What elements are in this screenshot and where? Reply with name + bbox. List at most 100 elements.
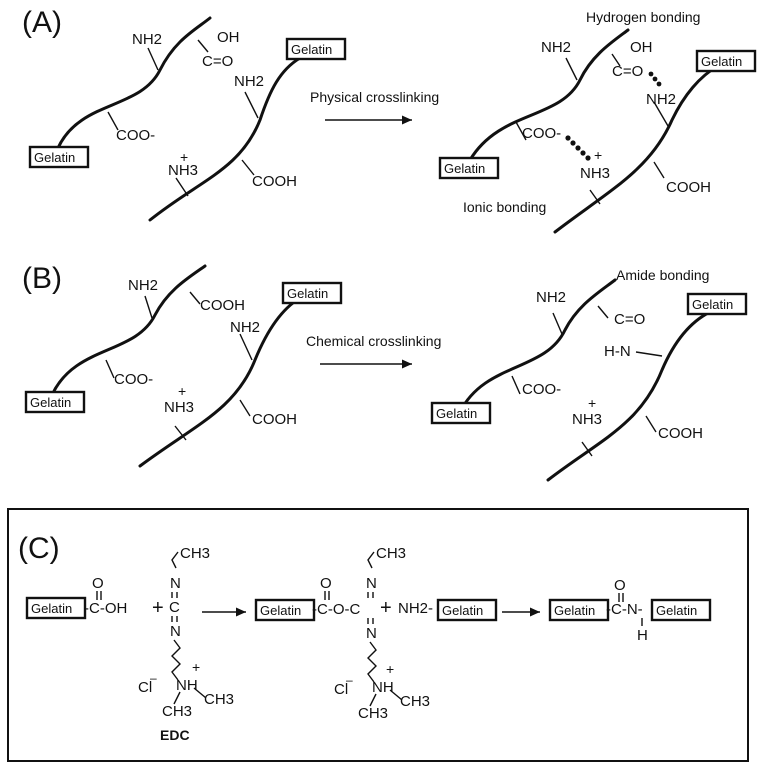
gelatin-chain-left <box>50 264 207 397</box>
amide-bonding-label: Amide bonding <box>616 267 709 283</box>
amine-group: NH2 <box>230 319 260 336</box>
gelatin-chain-right <box>553 64 720 234</box>
gelatin-box <box>285 37 347 61</box>
gelatin-box <box>281 281 343 305</box>
amine-group: NH2 <box>128 277 158 294</box>
carboxylate-group: COO- <box>114 371 153 388</box>
chemical-crosslinking-label: Chemical crosslinking <box>306 333 441 349</box>
ionic-bonding-label: Ionic bonding <box>463 199 546 215</box>
gelatin-label: Gelatin <box>260 603 301 618</box>
gelatin-label: Gelatin <box>692 297 733 312</box>
amine-group: NH2 <box>132 31 162 48</box>
carboxylate-group: COO- <box>116 127 155 144</box>
ionic-bond-dots <box>565 135 591 161</box>
nitrogen-label: N <box>170 623 181 640</box>
gelatin-box <box>650 598 712 622</box>
nitrogen-label: N <box>170 575 181 592</box>
gelatin-label: Gelatin <box>442 603 483 618</box>
hydroxyl-label: OH <box>630 39 653 56</box>
ammonium-group: NH3 <box>580 165 610 182</box>
gelatin-label: Gelatin <box>436 406 477 421</box>
plus-sign: + <box>152 597 164 619</box>
oxygen-label: O <box>320 575 332 592</box>
svg-text:–: – <box>346 673 353 687</box>
panel-b-label: (B) <box>22 262 62 295</box>
amide-label: -C-N- <box>606 601 643 618</box>
gelatin-label: Gelatin <box>554 603 595 618</box>
panel-c-frame <box>7 508 749 762</box>
ammonium-group: NH3 <box>572 411 602 428</box>
ammonium-group: NH3 <box>168 162 198 179</box>
ammonium-group: NH3 <box>164 399 194 416</box>
amine-label: NH2- <box>398 600 433 617</box>
gelatin-label: Gelatin <box>30 395 71 410</box>
plus-sign: + <box>380 597 392 619</box>
methyl-label: CH3 <box>162 703 192 720</box>
amine-group: NH2 <box>646 91 676 108</box>
plus-charge: + <box>180 149 188 165</box>
gelatin-label: Gelatin <box>701 54 742 69</box>
methyl-label: CH3 <box>376 545 406 562</box>
amide-nh-label: H-N <box>604 343 631 360</box>
carboxyl-label: -C-OH <box>84 600 127 617</box>
gelatin-chain-right <box>138 296 302 468</box>
nitrogen-label: N <box>366 625 377 642</box>
methyl-label: CH3 <box>204 691 234 708</box>
gelatin-label: Gelatin <box>656 603 697 618</box>
carboxyl-group: COOH <box>658 425 703 442</box>
gelatin-box <box>24 390 86 414</box>
oxygen-label: O <box>92 575 104 592</box>
physical-crosslinking-label: Physical crosslinking <box>310 89 439 105</box>
ammonium-label: NH <box>372 679 394 696</box>
hydroxyl-label: OH <box>217 29 240 46</box>
ester-label: -C-O-C <box>312 601 360 618</box>
gelatin-chain-right <box>546 310 712 482</box>
panel-a: (A) Gelatin Gelatin NH2 OH C=O NH2 COO- … <box>22 6 757 234</box>
o-acylisourea-intermediate: CH3 N N + NH CH3 CH3 Cl – <box>334 545 430 722</box>
panel-c: (C) Gelatin O -C-OH + CH3 N C N + NH CH3… <box>7 508 749 762</box>
gelatin-label: Gelatin <box>444 161 485 176</box>
gelatin-box <box>438 156 500 180</box>
panel-b: (B) Gelatin Gelatin NH2 COOH NH2 COO- + … <box>22 262 748 482</box>
carbonyl-label: C=O <box>614 311 645 328</box>
carbonyl-label: C=O <box>612 63 643 80</box>
gelatin-chain-left <box>468 28 630 162</box>
methyl-label: CH3 <box>180 545 210 562</box>
gelatin-box <box>548 598 610 622</box>
plus-charge: + <box>588 395 596 411</box>
carbonyl-label: C=O <box>202 53 233 70</box>
svg-text:–: – <box>150 671 157 685</box>
methyl-label: CH3 <box>400 693 430 710</box>
gelatin-chain-right <box>148 56 302 222</box>
amine-group: NH2 <box>536 289 566 306</box>
carboxyl-group: COOH <box>200 297 245 314</box>
panel-a-label: (A) <box>22 6 62 39</box>
gelatin-label: Gelatin <box>287 286 328 301</box>
edc-label: EDC <box>160 727 190 743</box>
gelatin-box <box>430 401 492 425</box>
plus-charge: + <box>178 383 186 399</box>
carbon-label: C <box>169 599 180 616</box>
gelatin-box <box>254 598 316 622</box>
chloride-label: Cl <box>138 679 152 696</box>
gelatin-box <box>28 145 90 169</box>
carboxyl-group: COOH <box>252 411 297 428</box>
edc-molecule: CH3 N C N + NH CH3 CH3 Cl – EDC <box>138 545 234 743</box>
ammonium-label: NH <box>176 677 198 694</box>
gelatin-box <box>686 292 748 316</box>
plus-charge: + <box>594 147 602 163</box>
chloride-label: Cl <box>334 681 348 698</box>
gelatin-chain-left <box>56 16 212 150</box>
panel-c-label: (C) <box>18 532 60 565</box>
methyl-label: CH3 <box>358 705 388 722</box>
gelatin-label: Gelatin <box>291 42 332 57</box>
hydrogen-label: H <box>637 627 648 644</box>
gelatin-box <box>695 49 757 73</box>
carboxyl-group: COOH <box>252 173 297 190</box>
amine-group: NH2 <box>234 73 264 90</box>
gelatin-chain-left <box>458 278 617 414</box>
nitrogen-label: N <box>366 575 377 592</box>
gelatin-box <box>436 598 498 622</box>
amine-group: NH2 <box>541 39 571 56</box>
